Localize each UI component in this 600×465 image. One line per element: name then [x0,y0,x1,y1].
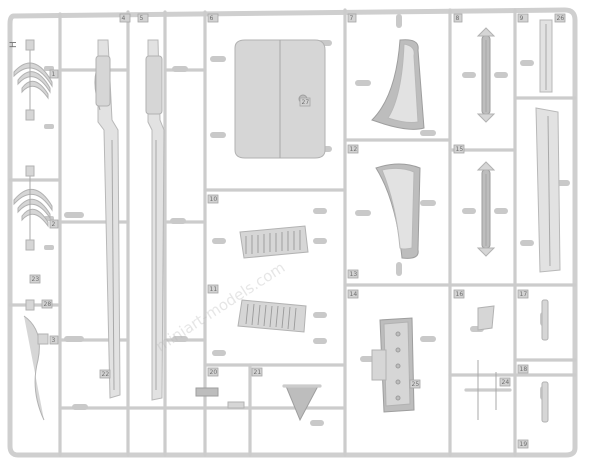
pins-bottom-right [464,299,549,423]
part-tab: 10 [207,194,219,204]
part-tab: 13 [347,269,359,279]
svg-text:12: 12 [350,146,358,153]
part-tab: 14 [347,289,359,299]
fender-bottom [375,163,421,259]
large-panel [234,39,326,159]
part-tab: 6 [207,13,219,23]
part-tab: 27 [299,97,311,107]
svg-text:13: 13 [350,271,358,278]
svg-text:6: 6 [210,15,214,22]
svg-text:14: 14 [350,291,358,298]
part-number-tabs: 1 2 3 4 5 6 7 8 9 10 11 12 13 14 15 16 1… [29,13,566,449]
leaf-spring-bottom [23,299,49,421]
small-parts-bottom [195,387,245,409]
part-tab: 15 [453,144,465,154]
svg-text:9: 9 [520,15,524,22]
svg-text:1: 1 [52,71,56,78]
sprue-frame [7,7,578,458]
part-tab: 12 [347,144,359,154]
part-tab: 19 [517,439,529,449]
svg-text:3: 3 [52,337,56,344]
grille-top [239,225,309,259]
svg-text:15: 15 [456,146,464,153]
svg-text:20: 20 [210,369,218,376]
svg-text:23: 23 [32,276,40,283]
svg-text:22: 22 [102,371,110,378]
leaf-spring-top [13,39,53,121]
part-tab: 25 [409,379,421,389]
svg-text:10: 10 [210,196,218,203]
svg-text:16: 16 [456,291,464,298]
part-tab: 22 [99,369,111,379]
part-tab: 18 [517,364,529,374]
svg-text:18: 18 [520,366,528,373]
grille-bottom [237,299,307,333]
svg-text:5: 5 [140,15,144,22]
svg-text:17: 17 [520,291,528,298]
svg-text:27: 27 [302,99,310,106]
corner-mark: H [9,41,19,48]
part-tab: 5 [137,13,149,23]
part-tab: 11 [207,284,219,294]
part-tab: 3 [49,335,59,345]
part-tab: 23 [29,274,41,284]
leaf-spring-middle [13,165,53,251]
part-tab: 24 [499,377,511,387]
svg-text:11: 11 [210,286,218,293]
long-bar-top [539,19,553,93]
part-tab: 8 [453,13,463,23]
chassis-rail-left [94,39,121,399]
long-bar-bottom [535,107,561,273]
part-tab: 16 [453,289,465,299]
part-tab: 4 [119,13,131,23]
svg-text:7: 7 [350,15,354,22]
part-tab: 17 [517,289,529,299]
v-strut [282,384,322,422]
part-tab: 2 [49,219,59,229]
svg-text:8: 8 [456,15,460,22]
vertical-runners [58,8,517,457]
svg-text:2: 2 [52,221,56,228]
svg-text:25: 25 [412,381,420,388]
svg-text:24: 24 [502,379,510,386]
svg-text:21: 21 [254,369,262,376]
part-tab: 20 [207,367,219,377]
part-tab: 26 [554,13,566,23]
fender-top [371,39,425,130]
part-tab: 9 [517,13,529,23]
small-bracket [477,305,495,331]
svg-text:4: 4 [122,15,126,22]
rods-bottom [476,161,496,257]
part-tab: 7 [347,13,357,23]
svg-text:26: 26 [557,15,565,22]
radiator-block [371,317,415,413]
rods-top [476,27,496,123]
svg-text:28: 28 [44,301,52,308]
part-tab: 21 [251,367,263,377]
part-tab: 1 [49,69,59,79]
chassis-rail-right [145,39,165,401]
svg-text:19: 19 [520,441,528,448]
part-tab: 28 [41,299,53,309]
svg-text:H: H [9,41,19,48]
